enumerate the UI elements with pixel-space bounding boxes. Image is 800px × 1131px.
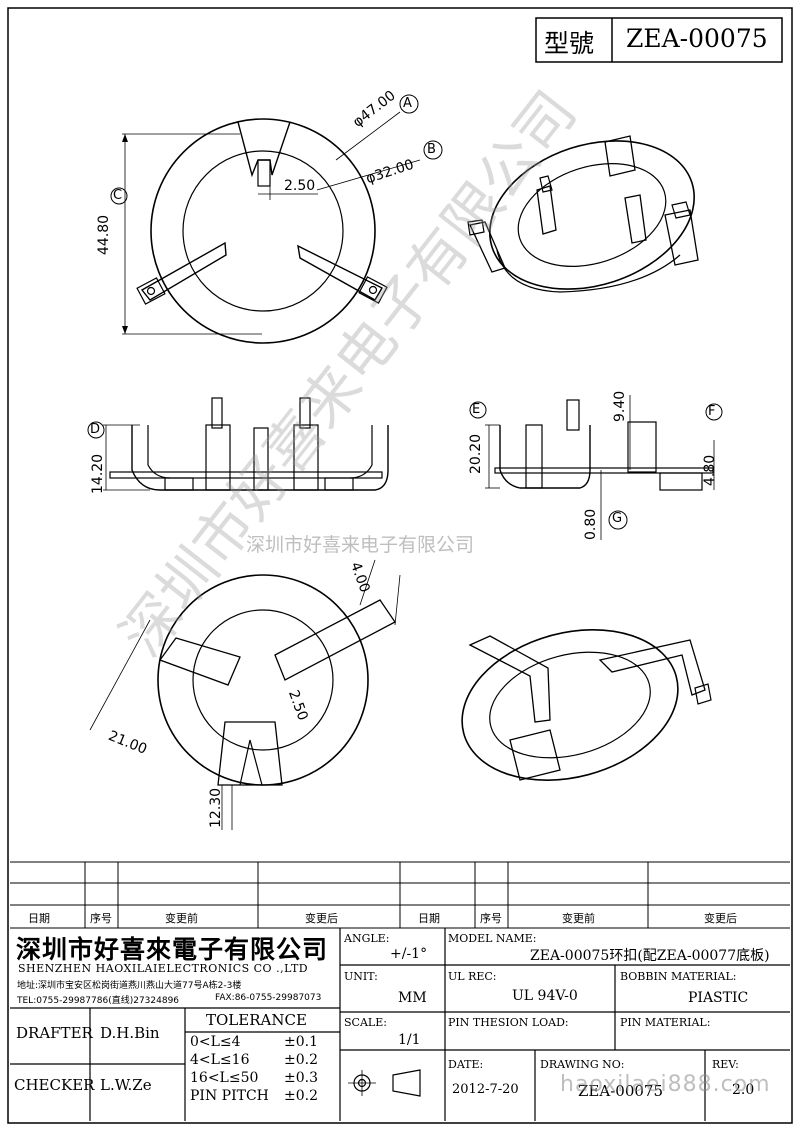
angle-label: ANGLE: bbox=[344, 932, 390, 945]
rev-header-seq-1: 序号 bbox=[90, 912, 112, 925]
url-watermark: haoxilaei888.com bbox=[560, 1072, 771, 1097]
bobbin-material-value: PIASTIC bbox=[688, 990, 749, 1006]
rev-header-before-2: 变更前 bbox=[562, 912, 595, 925]
dim-slot-width: 2.50 bbox=[284, 178, 316, 194]
angle-value: +/-1° bbox=[390, 946, 428, 962]
rev-header-after-2: 变更后 bbox=[704, 912, 737, 925]
company-fax: FAX:86-0755-29987073 bbox=[215, 993, 322, 1003]
dim-lower-height: 12.30 bbox=[208, 787, 224, 828]
checker-label: CHECKER bbox=[14, 1076, 95, 1094]
tolerance-value-4: ±0.2 bbox=[284, 1088, 318, 1104]
side-view bbox=[469, 395, 723, 540]
company-address: 地址:深圳市宝安区松岗街道燕川燕山大道77号A栋2-3楼 bbox=[17, 981, 242, 991]
pin-material-label: PIN MATERIAL: bbox=[620, 1016, 711, 1029]
iso-view-bottom bbox=[461, 629, 712, 781]
tolerance-range-3: 16<L≤50 bbox=[190, 1070, 259, 1086]
rev-label: REV: bbox=[712, 1058, 739, 1071]
tolerance-range-4: PIN PITCH bbox=[190, 1088, 269, 1104]
center-watermark: 深圳市好喜来电子有限公司 bbox=[246, 534, 475, 556]
drawing-no-value: ZEA-00075 bbox=[578, 1082, 663, 1100]
pin-tension-label: PIN THESION LOAD: bbox=[448, 1016, 569, 1029]
model-value: ZEA-00075 bbox=[626, 24, 768, 53]
checker-value: L.W.Ze bbox=[100, 1076, 152, 1094]
scale-value: 1/1 bbox=[398, 1032, 421, 1048]
diagonal-watermark: 深圳市好喜来电子有限公司 bbox=[107, 78, 589, 668]
tolerance-value-3: ±0.3 bbox=[284, 1070, 318, 1086]
sheet-border bbox=[7, 7, 793, 1124]
rev-header-date-1: 日期 bbox=[28, 912, 50, 925]
dim-foot-height: 4.80 bbox=[702, 454, 718, 486]
company-tel: TEL:0755-29987786(直线)27324896 bbox=[17, 996, 180, 1006]
tolerance-label: TOLERANCE bbox=[206, 1011, 307, 1029]
revision-table-grid bbox=[10, 861, 790, 929]
ul-rec-value: UL 94V-0 bbox=[512, 988, 578, 1004]
iso-view-top bbox=[467, 135, 699, 293]
ref-f: F bbox=[708, 404, 716, 419]
tolerance-value-2: ±0.2 bbox=[284, 1052, 318, 1068]
dim-side-height: 20.20 bbox=[468, 433, 484, 474]
model-name-label: MODEL NAME: bbox=[448, 932, 537, 945]
rev-value: 2.0 bbox=[732, 1082, 755, 1098]
bottom-view bbox=[89, 559, 401, 830]
front-view bbox=[87, 397, 389, 491]
dim-base-thickness: 0.80 bbox=[583, 508, 599, 540]
drafter-value: D.H.Bin bbox=[100, 1024, 160, 1042]
model-name-value: ZEA-00075环扣(配ZEA-00077底板) bbox=[530, 948, 770, 964]
rev-header-date-2: 日期 bbox=[418, 912, 440, 925]
dim-pin-length: 9.40 bbox=[612, 390, 628, 422]
scale-label: SCALE: bbox=[344, 1016, 387, 1029]
drawing-no-label: DRAWING NO: bbox=[540, 1058, 625, 1071]
ref-e: E bbox=[472, 402, 481, 417]
rev-header-before-1: 变更前 bbox=[165, 912, 198, 925]
inner-ring-circle bbox=[182, 150, 344, 312]
outer-ring-circle bbox=[150, 118, 376, 344]
date-label: DATE: bbox=[448, 1058, 484, 1071]
top-view bbox=[110, 94, 443, 344]
ref-g: G bbox=[612, 511, 623, 526]
tolerance-range-2: 4<L≤16 bbox=[190, 1052, 250, 1068]
ref-d: D bbox=[90, 422, 101, 437]
ref-b: B bbox=[427, 142, 436, 157]
model-header-box bbox=[535, 17, 783, 63]
title-block-grid bbox=[10, 928, 790, 1121]
dim-height-c: 44.80 bbox=[96, 214, 112, 255]
dim-front-height: 14.20 bbox=[90, 453, 106, 494]
model-label: 型號 bbox=[544, 29, 595, 58]
tolerance-value-1: ±0.1 bbox=[284, 1034, 318, 1050]
unit-value: MM bbox=[398, 990, 427, 1006]
bobbin-material-label: BOBBIN MATERIAL: bbox=[620, 970, 737, 983]
rev-header-seq-2: 序号 bbox=[480, 912, 502, 925]
company-name-cn: 深圳市好喜來電子有限公司 bbox=[16, 935, 329, 964]
ref-a: A bbox=[403, 96, 412, 111]
ref-c: C bbox=[113, 188, 123, 203]
unit-label: UNIT: bbox=[344, 970, 378, 983]
drafter-label: DRAFTER bbox=[16, 1024, 93, 1042]
date-value: 2012-7-20 bbox=[452, 1082, 519, 1097]
ul-rec-label: UL REC: bbox=[448, 970, 497, 983]
rev-header-after-1: 变更后 bbox=[305, 912, 338, 925]
tolerance-range-1: 0<L≤4 bbox=[190, 1034, 241, 1050]
company-name-en: SHENZHEN HAOXILAIELECTRONICS CO .,LTD bbox=[18, 962, 309, 975]
